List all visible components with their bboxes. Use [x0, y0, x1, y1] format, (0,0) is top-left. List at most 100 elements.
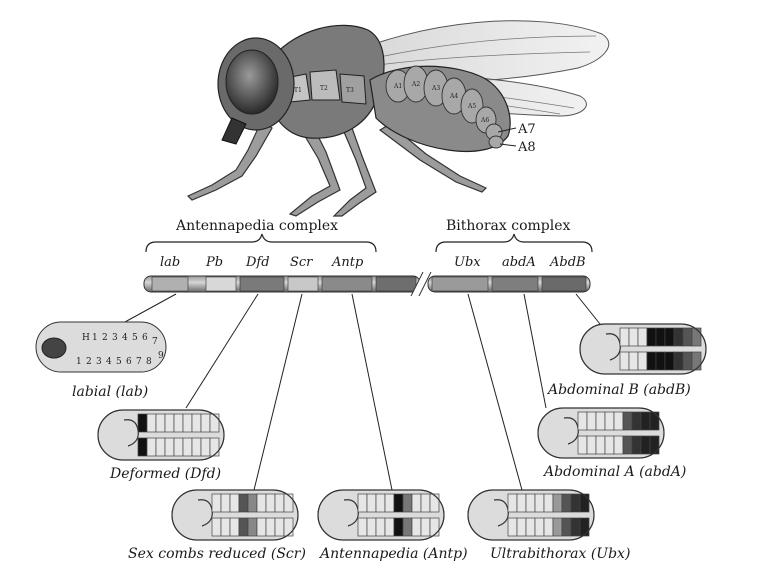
gene-ubx: Ubx [454, 255, 481, 270]
embryo-outline [97, 409, 225, 461]
embryo-deformed [97, 409, 225, 461]
antennapedia-brace [145, 233, 377, 253]
embryo-segment-bottom-1 [628, 351, 639, 371]
embryo-outline [317, 489, 445, 541]
embryo-segment-bottom-7 [570, 517, 581, 537]
embryo-segment-bottom-6 [631, 435, 642, 455]
seg-top-2: 2 [102, 333, 108, 343]
embryo-label-ubx: Ultrabithorax (Ubx) [490, 546, 630, 562]
embryo-segment-top-4 [173, 413, 184, 433]
seg-bot-2: 2 [86, 357, 92, 367]
embryo-segment-bottom-8 [209, 437, 220, 457]
embryo-label-deformed: Deformed (Dfd) [109, 466, 221, 482]
embryo-segment-bottom-3 [238, 517, 249, 537]
label-a4: A4 [449, 93, 458, 100]
seg-bot-1: 1 [76, 357, 82, 367]
embryo-segment-bottom-5 [182, 437, 193, 457]
band-lab [151, 276, 189, 292]
embryo-segment-bottom-3 [534, 517, 545, 537]
embryo-segment-top-6 [191, 413, 202, 433]
embryo-ultrabithorax [467, 489, 595, 541]
embryo-segment-bottom-2 [525, 517, 536, 537]
embryo-segment-bottom-7 [274, 517, 285, 537]
embryo-segment-bottom-1 [220, 517, 231, 537]
label-t1: T1 [294, 87, 302, 94]
embryo-segment-bottom-3 [646, 351, 657, 371]
embryo-segment-top-6 [265, 493, 276, 513]
embryo-segment-top-7 [420, 493, 431, 513]
band-antp [321, 276, 373, 292]
seg-top-h: H [82, 333, 90, 343]
embryo-segment-top-4 [613, 411, 624, 431]
label-a2: A2 [411, 81, 420, 88]
label-t2: T2 [320, 85, 328, 92]
fruit-fly-illustration: T1 T2 T3 A1 A2 A3 A4 A5 A6 A7 A8 [186, 20, 610, 217]
seg-tail-9: 9 [158, 351, 164, 361]
embryo-segment-top-2 [637, 327, 648, 347]
embryo-outline [579, 323, 707, 375]
embryo-segment-bottom-0 [211, 517, 222, 537]
embryo-segment-bottom-8 [691, 351, 702, 371]
embryo-segment-top-5 [664, 327, 675, 347]
embryo-segment-bottom-2 [375, 517, 386, 537]
embryo-segment-top-7 [200, 413, 211, 433]
embryo-segment-bottom-0 [137, 437, 148, 457]
embryo-labial: H 1 2 3 4 5 6 7 1 2 3 4 5 6 7 8 9 [35, 321, 167, 373]
embryo-segment-top-3 [534, 493, 545, 513]
embryo-segment-top-4 [655, 327, 666, 347]
label-a7: A7 [517, 122, 536, 137]
embryo-segment-top-0 [619, 327, 630, 347]
embryo-segment-bottom-0 [507, 517, 518, 537]
band-pb [205, 276, 237, 292]
seg-top-7: 7 [152, 337, 158, 347]
embryo-label-abda: Abdominal A (abdA) [542, 464, 686, 480]
gene-abdb: AbdB [549, 255, 586, 270]
antennapedia-complex-label: Antennapedia complex [175, 218, 338, 234]
embryo-segment-top-8 [649, 411, 660, 431]
seg-bot-4: 4 [106, 357, 112, 367]
chromosome [143, 270, 591, 298]
embryo-segment-top-4 [393, 493, 404, 513]
embryo-segment-top-5 [622, 411, 633, 431]
embryo-segment-bottom-6 [265, 517, 276, 537]
seg-top-5: 5 [132, 333, 138, 343]
embryo-segment-top-2 [155, 413, 166, 433]
embryo-label-labial: labial (lab) [72, 384, 148, 400]
gene-antp: Antp [331, 255, 364, 270]
embryo-segment-bottom-7 [682, 351, 693, 371]
band-abda [491, 276, 539, 292]
embryo-segment-top-5 [552, 493, 563, 513]
label-t3: T3 [346, 87, 354, 94]
embryo-segment-top-3 [164, 413, 175, 433]
embryo-segment-top-6 [631, 411, 642, 431]
label-a3: A3 [431, 85, 440, 92]
embryo-segment-top-1 [628, 327, 639, 347]
embryo-segment-top-0 [357, 493, 368, 513]
embryo-segment-top-4 [543, 493, 554, 513]
embryo-segment-bottom-7 [420, 517, 431, 537]
embryo-segment-bottom-1 [366, 517, 377, 537]
embryo-segment-top-7 [274, 493, 285, 513]
embryo-segment-top-5 [256, 493, 267, 513]
embryo-segment-top-6 [411, 493, 422, 513]
embryo-segment-bottom-6 [561, 517, 572, 537]
embryo-outline [171, 489, 299, 541]
embryo-segment-bottom-8 [429, 517, 440, 537]
embryo-segment-bottom-2 [155, 437, 166, 457]
embryo-segment-top-8 [579, 493, 590, 513]
embryo-segment-bottom-5 [622, 435, 633, 455]
embryo-segment-top-1 [366, 493, 377, 513]
embryo-segment-top-6 [673, 327, 684, 347]
embryo-segment-bottom-5 [664, 351, 675, 371]
gene-lab: lab [160, 255, 180, 270]
embryo-segment-top-8 [209, 413, 220, 433]
embryo-segment-top-7 [640, 411, 651, 431]
embryo-segment-bottom-7 [640, 435, 651, 455]
embryo-segment-top-8 [691, 327, 702, 347]
embryo-segment-bottom-2 [595, 435, 606, 455]
gene-dfd: Dfd [245, 255, 270, 270]
embryo-outline [467, 489, 595, 541]
embryo-segment-top-3 [238, 493, 249, 513]
embryo-segment-bottom-8 [649, 435, 660, 455]
